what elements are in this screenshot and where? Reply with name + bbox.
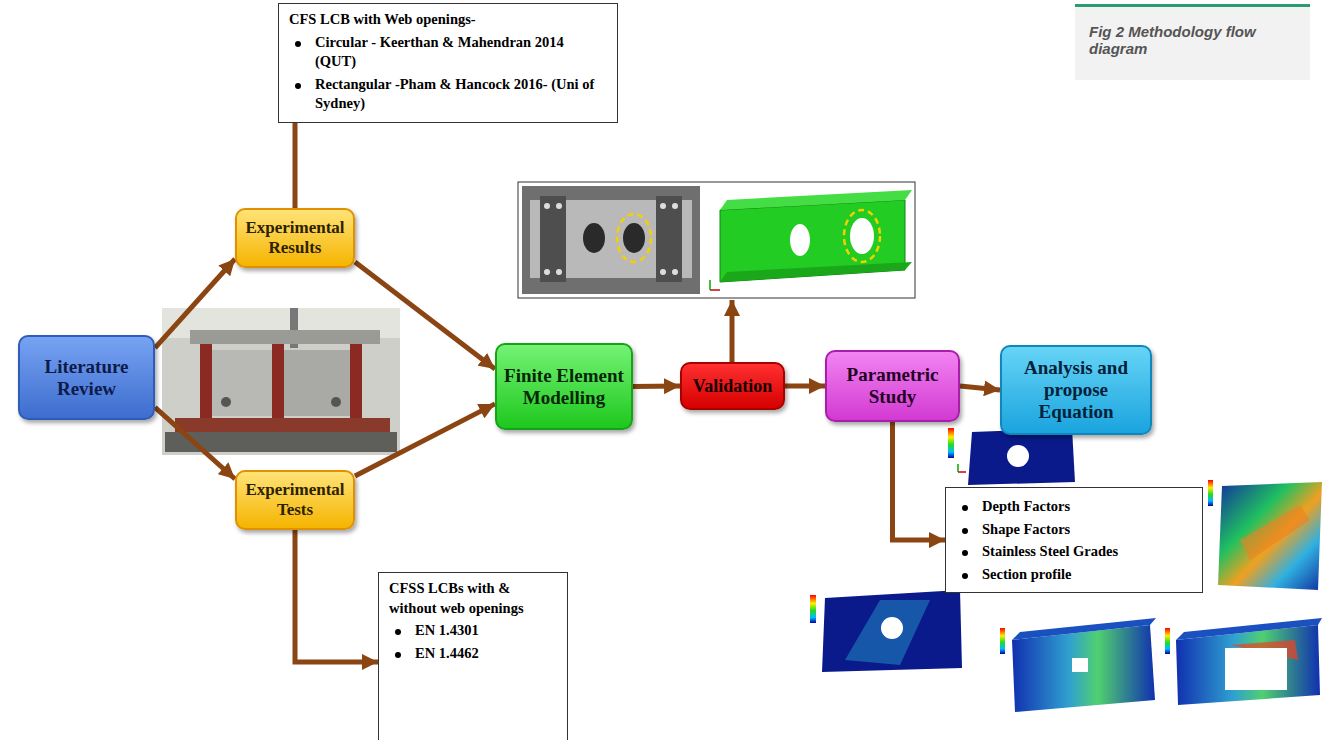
bullet-dot	[962, 505, 968, 511]
box-label: Validation	[693, 376, 772, 397]
box-label: Experimental Results	[243, 218, 347, 257]
bullet-dot	[295, 83, 301, 89]
bullet-text: Circular - Keerthan & Mahendran 2014 (QU…	[315, 34, 564, 70]
figure-caption: Fig 2 Methodology flow diagram	[1089, 23, 1296, 57]
list-heading: CFS LCB with Web openings-	[289, 10, 607, 30]
bullet-dot	[395, 629, 401, 635]
fe-contour-images	[810, 428, 1322, 712]
validation-images	[518, 182, 915, 298]
box-label: Experimental Tests	[243, 480, 347, 519]
bullet-item: Circular - Keerthan & Mahendran 2014 (QU…	[289, 33, 607, 72]
bullet-dot	[295, 41, 301, 47]
parameter-box: Depth FactorsShape FactorsStainless Stee…	[945, 487, 1203, 593]
bullet-item: Section profile	[956, 565, 1192, 585]
start-box: Literature Review	[18, 335, 155, 420]
process-box: Experimental Tests	[235, 470, 355, 530]
box-label: Literature Review	[26, 356, 147, 400]
note-box: CFS LCB with Web openings- Circular - Kee…	[278, 3, 618, 123]
bullet-item: EN 1.4301	[389, 621, 557, 641]
flow-arrow	[633, 384, 680, 390]
bullet-text: Rectangular -Pham & Hancock 2016- (Uni o…	[315, 76, 594, 112]
note-box: CFSS LCBs with & without web openings EN …	[378, 572, 568, 740]
arrow-to-images	[730, 300, 735, 362]
flow-arrow	[893, 422, 946, 540]
process-box: Parametric Study	[825, 350, 960, 422]
bullet-text: Shape Factors	[982, 521, 1070, 537]
test-rig-photo	[162, 308, 400, 455]
flow-arrow	[155, 407, 235, 479]
process-box: Validation	[680, 362, 785, 410]
flow-arrow	[355, 262, 495, 369]
flow-arrow	[155, 259, 235, 348]
bullet-item: Rectangular -Pham & Hancock 2016- (Uni o…	[289, 75, 607, 114]
list-heading: CFSS LCBs with & without web openings	[389, 579, 557, 618]
box-label: Finite Element Modelling	[503, 365, 625, 409]
bullet-item: Stainless Steel Grades	[956, 542, 1192, 562]
end-box: Analysis and propose Equation	[1000, 345, 1152, 435]
bullet-text: Stainless Steel Grades	[982, 543, 1118, 559]
box-label: Parametric Study	[833, 364, 952, 408]
process-box: Finite Element Modelling	[495, 343, 633, 430]
bullet-text: Section profile	[982, 566, 1072, 582]
flow-arrow	[355, 404, 495, 476]
bullet-text: Depth Factors	[982, 498, 1070, 514]
bullet-item: Shape Factors	[956, 520, 1192, 540]
bullet-text: EN 1.4301	[415, 622, 479, 638]
bullet-item: Depth Factors	[956, 497, 1192, 517]
flow-arrow	[960, 386, 1000, 390]
process-box: Experimental Results	[235, 208, 355, 268]
bullet-dot	[962, 573, 968, 579]
box-label: Analysis and propose Equation	[1008, 357, 1144, 423]
bullet-text: EN 1.4462	[415, 645, 479, 661]
bullet-item: EN 1.4462	[389, 644, 557, 664]
bullet-dot	[395, 652, 401, 658]
flow-arrow	[295, 530, 378, 662]
flow-arrow	[785, 384, 825, 389]
bullet-dot	[962, 550, 968, 556]
caption-panel: Fig 2 Methodology flow diagram	[1075, 4, 1310, 80]
bullet-dot	[962, 528, 968, 534]
